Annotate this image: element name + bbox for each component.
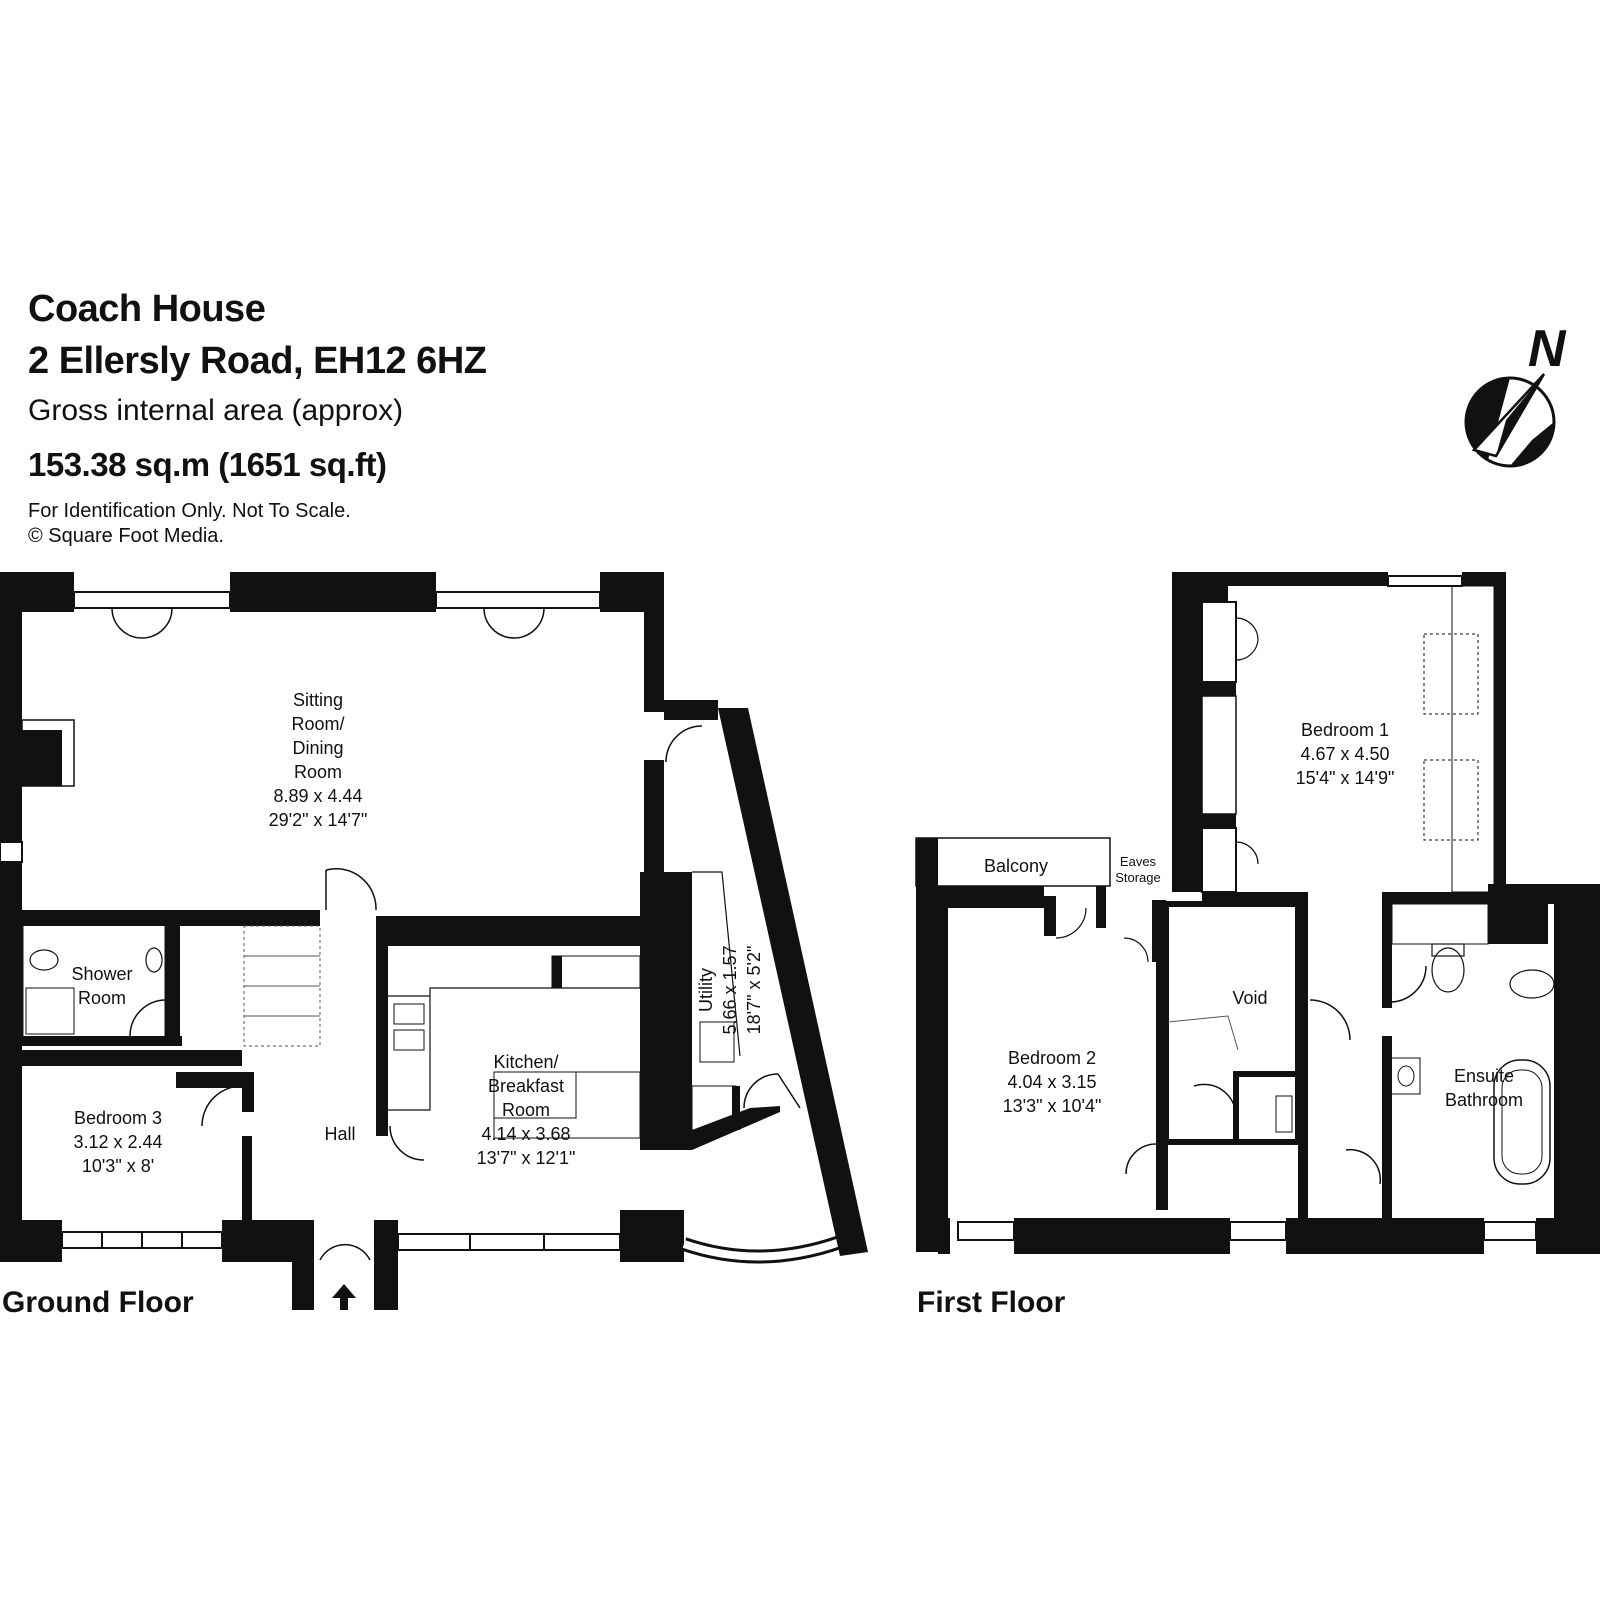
property-title: Coach House (28, 288, 266, 330)
sitting-room-name-3: Dining (292, 738, 343, 758)
utility-imperial: 18'7" x 5'2" (744, 946, 764, 1035)
balcony-name: Balcony (984, 856, 1048, 876)
copyright: © Square Foot Media. (28, 525, 224, 547)
bedroom1-imperial: 15'4" x 14'9" (1296, 768, 1395, 788)
sitting-room-name-4: Room (294, 762, 342, 782)
kitchen-name-1: Kitchen/ (493, 1052, 558, 1072)
bedroom1-name: Bedroom 1 (1301, 720, 1389, 740)
disclaimer: For Identification Only. Not To Scale. (28, 500, 351, 522)
void-name: Void (1232, 988, 1267, 1008)
utility-name: Utility (696, 968, 716, 1012)
bedroom3-imperial: 10'3" x 8' (82, 1156, 154, 1176)
compass-icon: N (1464, 320, 1567, 468)
eaves-storage-name-1: Eaves (1120, 854, 1157, 869)
area-label: Gross internal area (approx) (28, 394, 404, 427)
hall-name: Hall (324, 1124, 355, 1144)
kitchen-name-2: Breakfast (488, 1076, 564, 1096)
utility-metric: 5.66 x 1.57 (720, 945, 740, 1034)
area-value: 153.38 sq.m (1651 sq.ft) (28, 446, 387, 483)
bedroom2-imperial: 13'3" x 10'4" (1003, 1096, 1102, 1116)
bedroom2-metric: 4.04 x 3.15 (1007, 1072, 1096, 1092)
bedroom3-name: Bedroom 3 (74, 1108, 162, 1128)
eaves-storage-name-2: Storage (1115, 870, 1161, 885)
sitting-room-name-1: Sitting (293, 690, 343, 710)
first-floor-label: First Floor (917, 1286, 1066, 1319)
kitchen-name-3: Room (502, 1100, 550, 1120)
bedroom2-name: Bedroom 2 (1008, 1048, 1096, 1068)
first-floor-plan: Bedroom 1 4.67 x 4.50 15'4" x 14'9" Balc… (915, 572, 1600, 1254)
ensuite-name-1: Ensuite (1454, 1066, 1514, 1086)
shower-room-name-2: Room (78, 988, 126, 1008)
bedroom3-metric: 3.12 x 2.44 (73, 1132, 162, 1152)
ground-floor-label: Ground Floor (2, 1286, 194, 1319)
sitting-room-metric: 8.89 x 4.44 (273, 786, 362, 806)
property-address: 2 Ellersly Road, EH12 6HZ (28, 340, 487, 382)
kitchen-imperial: 13'7" x 12'1" (477, 1148, 576, 1168)
bedroom1-metric: 4.67 x 4.50 (1300, 744, 1389, 764)
sitting-room-name-2: Room/ (291, 714, 344, 734)
ensuite-name-2: Bathroom (1445, 1090, 1523, 1110)
sitting-room-imperial: 29'2" x 14'7" (269, 810, 368, 830)
kitchen-metric: 4.14 x 3.68 (481, 1124, 570, 1144)
shower-room-name-1: Shower (71, 964, 132, 984)
ground-floor-plan: Sitting Room/ Dining Room 8.89 x 4.44 29… (0, 572, 868, 1310)
compass-n-letter: N (1528, 320, 1567, 378)
